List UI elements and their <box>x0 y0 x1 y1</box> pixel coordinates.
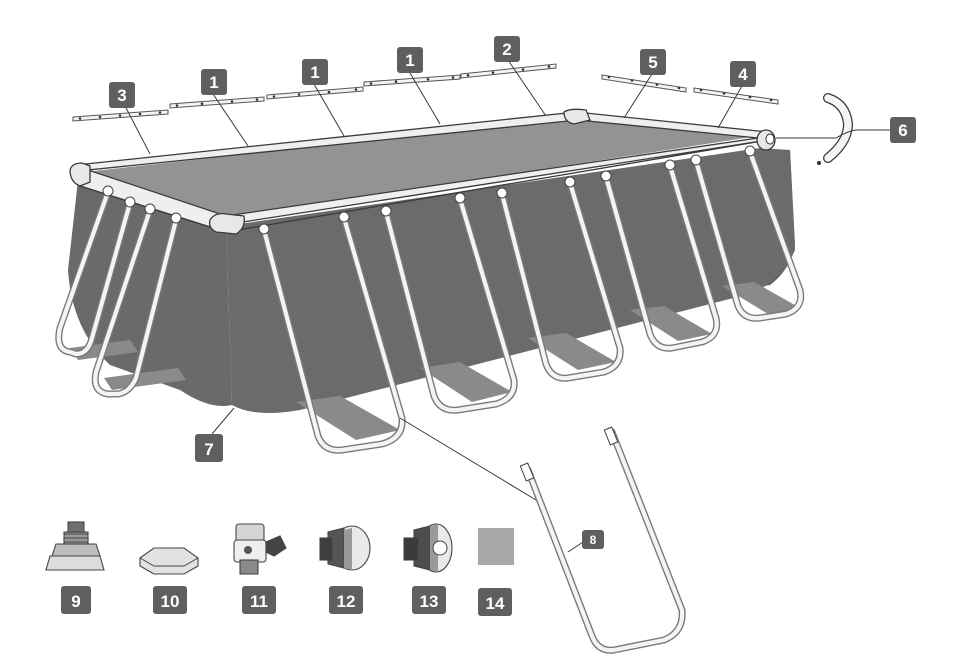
liner-front-wall <box>226 148 795 414</box>
u-leg <box>91 203 182 398</box>
badge-11: 11 <box>242 586 276 614</box>
badge-12: 12 <box>329 586 363 614</box>
svg-text:1: 1 <box>310 63 319 82</box>
pool-body <box>68 108 795 414</box>
plunger-valve-icon <box>233 523 287 575</box>
badge-1a: 1 <box>201 69 227 95</box>
u-leg <box>258 211 406 454</box>
leader-lines <box>123 59 890 553</box>
number-badges: 3 1 1 1 2 5 4 6 <box>61 36 916 616</box>
u-leg <box>380 192 518 414</box>
rail-5 <box>601 74 687 93</box>
badge-3: 3 <box>109 82 135 108</box>
corner-elbow-part-6 <box>817 93 854 165</box>
badge-6: 6 <box>890 117 916 143</box>
loose-u-leg-part-8 <box>519 426 686 654</box>
svg-text:10: 10 <box>161 592 180 611</box>
u-leg <box>55 185 136 358</box>
badge-14: 14 <box>478 588 512 616</box>
u-leg <box>690 145 805 322</box>
badge-4: 4 <box>730 61 756 87</box>
svg-text:5: 5 <box>648 53 657 72</box>
badge-2: 2 <box>494 36 520 62</box>
svg-text:2: 2 <box>502 40 511 59</box>
svg-text:9: 9 <box>71 592 80 611</box>
rail-1c <box>363 74 461 87</box>
corner-connector-back-left <box>69 162 91 187</box>
top-rails <box>72 63 779 122</box>
badge-8: 8 <box>582 530 604 549</box>
rail-2 <box>460 63 557 79</box>
small-parts <box>45 521 514 575</box>
u-leg <box>600 159 721 352</box>
repair-patch-icon <box>478 528 514 565</box>
rail-3 <box>72 109 169 122</box>
strainer-icon <box>319 525 371 571</box>
rail-1b <box>266 86 364 100</box>
svg-text:11: 11 <box>250 592 268 611</box>
drain-valve-icon <box>45 521 105 571</box>
badge-10: 10 <box>153 586 187 614</box>
svg-text:7: 7 <box>204 440 213 459</box>
svg-text:6: 6 <box>898 121 907 140</box>
water-surface <box>84 118 758 218</box>
corner-connector-front-right <box>756 129 776 151</box>
svg-text:8: 8 <box>590 533 597 547</box>
drain-cap-icon <box>139 547 199 575</box>
svg-text:4: 4 <box>738 65 748 84</box>
u-leg <box>496 176 624 382</box>
svg-text:1: 1 <box>405 51 414 70</box>
badge-1c: 1 <box>397 47 423 73</box>
ground-straps <box>70 282 800 440</box>
corner-connector-back-right <box>563 108 591 125</box>
badge-13: 13 <box>412 586 446 614</box>
svg-text:3: 3 <box>117 86 126 105</box>
badge-7: 7 <box>195 434 223 462</box>
badge-5: 5 <box>640 49 666 75</box>
corner-connector-front-left <box>208 212 245 235</box>
svg-text:1: 1 <box>209 73 218 92</box>
svg-text:12: 12 <box>337 592 356 611</box>
svg-text:14: 14 <box>486 594 505 613</box>
u-legs <box>55 145 805 454</box>
badge-9: 9 <box>61 586 91 614</box>
rail-1a <box>169 96 265 109</box>
inlet-jet-icon <box>403 523 453 573</box>
badge-1b: 1 <box>302 59 328 85</box>
svg-text:13: 13 <box>420 592 439 611</box>
